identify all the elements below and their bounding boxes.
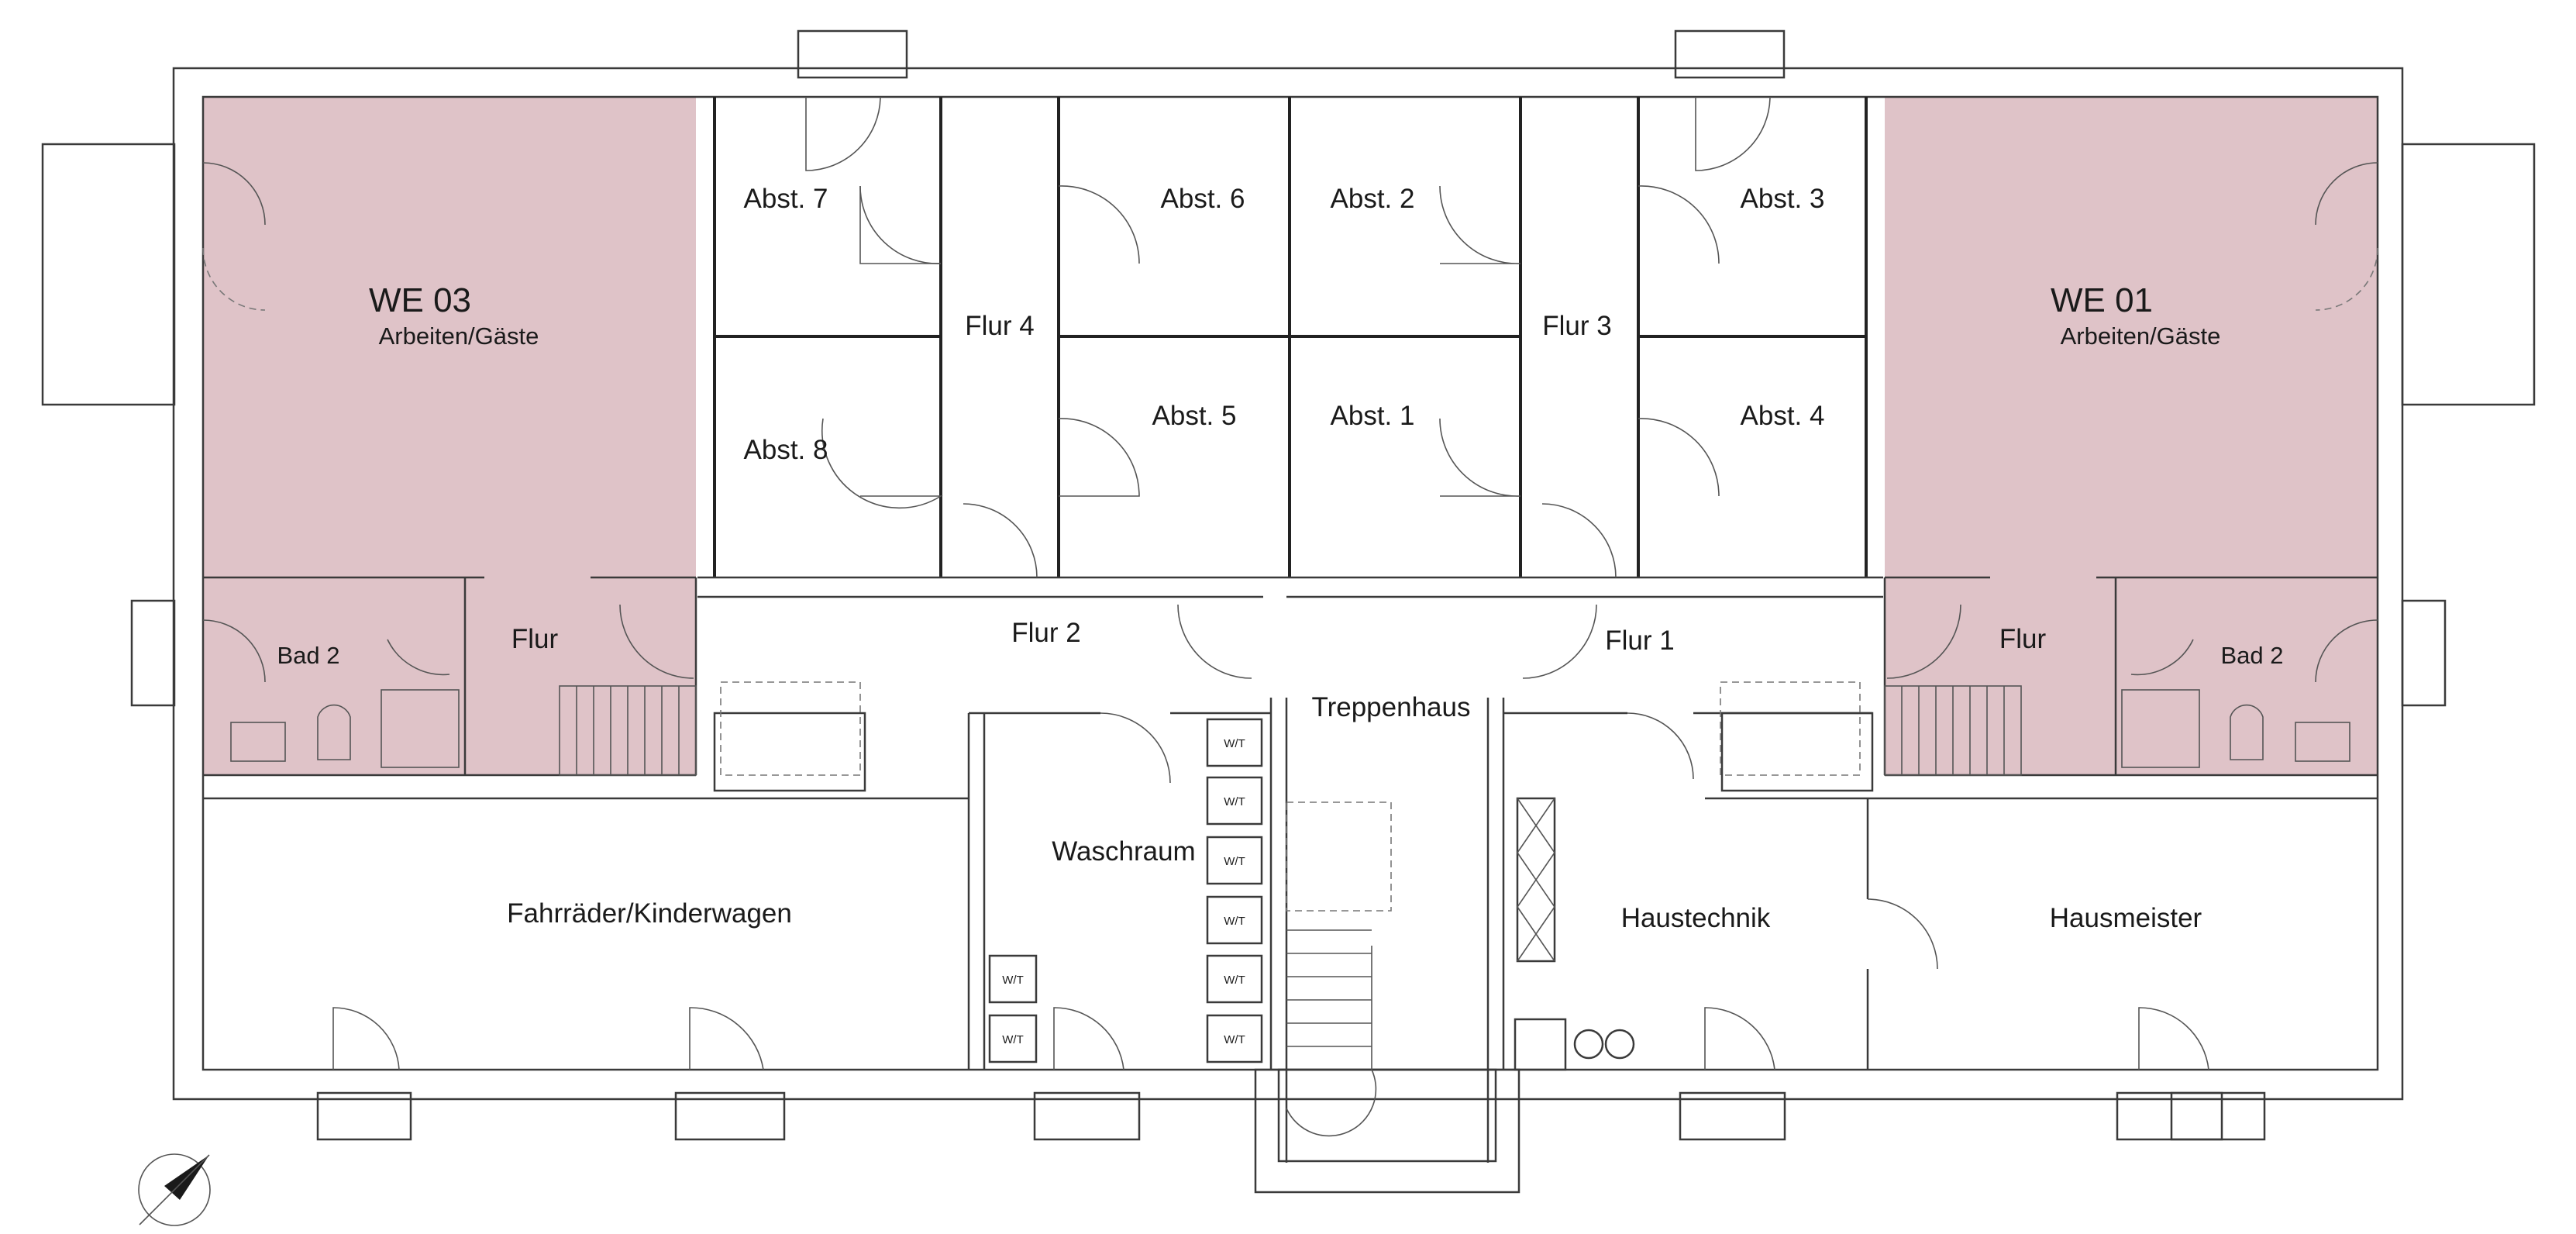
wt-label: W/T (1002, 974, 1024, 987)
room-flur-right: Flur (1999, 624, 2047, 654)
wt-label: W/T (1002, 1033, 1024, 1046)
wt-label: W/T (1224, 795, 1245, 808)
room-fahrraeder: Fahrräder/Kinderwagen (507, 898, 792, 929)
wt-label: W/T (1224, 915, 1245, 928)
wt-label: W/T (1224, 855, 1245, 868)
washbasin-icon (230, 722, 2350, 762)
wt-label: W/T (1224, 737, 1245, 750)
room-abst2: Abst. 2 (1331, 184, 1415, 214)
shower-icon (381, 689, 2200, 768)
room-flur3: Flur 3 (1542, 311, 1611, 341)
room-labels: WE 03 Arbeiten/Gäste WE 01 Arbeiten/Gäst… (277, 184, 2283, 933)
room-abst6: Abst. 6 (1161, 184, 1245, 214)
unit-we03-name: WE 03 (369, 281, 471, 319)
wt-label: W/T (1224, 1033, 1245, 1046)
toilet-icon (317, 704, 2264, 760)
unit-we03-fill (203, 97, 696, 775)
north-arrow-icon (138, 1153, 211, 1226)
room-flur-left: Flur (511, 624, 559, 654)
room-abst1: Abst. 1 (1331, 401, 1415, 431)
room-hausmeister: Hausmeister (2050, 903, 2202, 933)
room-abst8: Abst. 8 (744, 435, 828, 465)
middle-walls (203, 576, 2378, 1163)
room-abst4: Abst. 4 (1741, 401, 1825, 431)
room-waschraum: Waschraum (1052, 836, 1195, 867)
door-swing-icon (805, 96, 1771, 578)
room-flur1: Flur 1 (1605, 626, 1674, 656)
unit-we03-use: Arbeiten/Gäste (379, 322, 539, 350)
room-flur4: Flur 4 (965, 311, 1034, 341)
room-abst7: Abst. 7 (744, 184, 828, 214)
unit-we01-use: Arbeiten/Gäste (2061, 322, 2221, 350)
room-bad2-right: Bad 2 (2220, 642, 2283, 669)
room-haustechnik: Haustechnik (1621, 903, 1771, 933)
outer-walls (41, 29, 2536, 1194)
room-abst5: Abst. 5 (1152, 401, 1237, 431)
storage-walls (697, 97, 1883, 598)
door-swing-icon (202, 162, 2378, 1070)
room-bad2-left: Bad 2 (277, 642, 339, 669)
technical-equipment (1514, 797, 1635, 1071)
room-treppenhaus: Treppenhaus (1312, 692, 1471, 722)
unit-we01-name: WE 01 (2051, 281, 2153, 319)
room-flur2: Flur 2 (1011, 618, 1080, 648)
wt-boxes: W/T W/T W/T W/T W/T W/T W/T W/T (988, 718, 1263, 1063)
wt-label: W/T (1224, 974, 1245, 987)
staircase-icon (559, 681, 2022, 1137)
room-abst3: Abst. 3 (1741, 184, 1825, 214)
unit-we01-fill (1885, 97, 2378, 775)
